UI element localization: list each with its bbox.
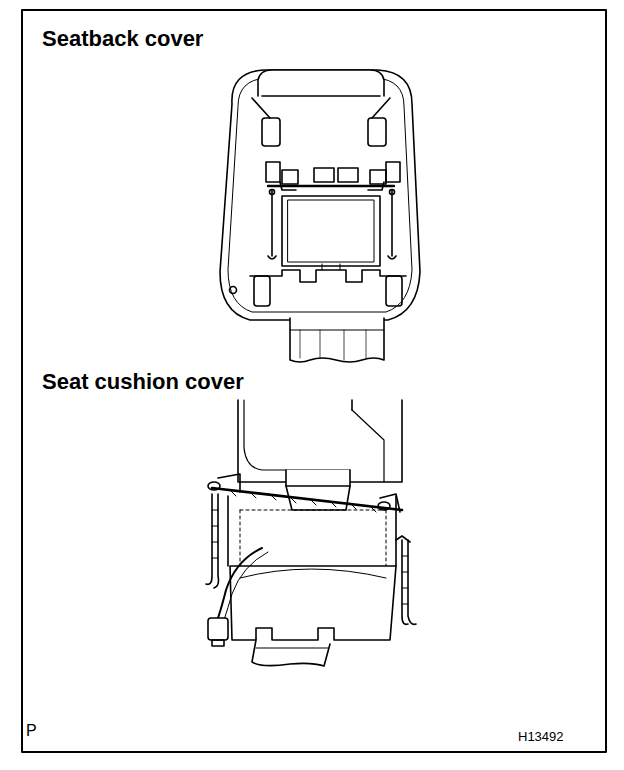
figure-number: H13492 — [518, 730, 564, 744]
figure-frame — [22, 10, 606, 752]
seat-cushion-cover-drawing — [206, 400, 416, 666]
page-code: P — [26, 722, 37, 740]
section-heading: Seat cushion cover — [42, 370, 244, 394]
seatback-cover-drawing — [220, 70, 420, 362]
section-heading: Seatback cover — [42, 27, 203, 51]
